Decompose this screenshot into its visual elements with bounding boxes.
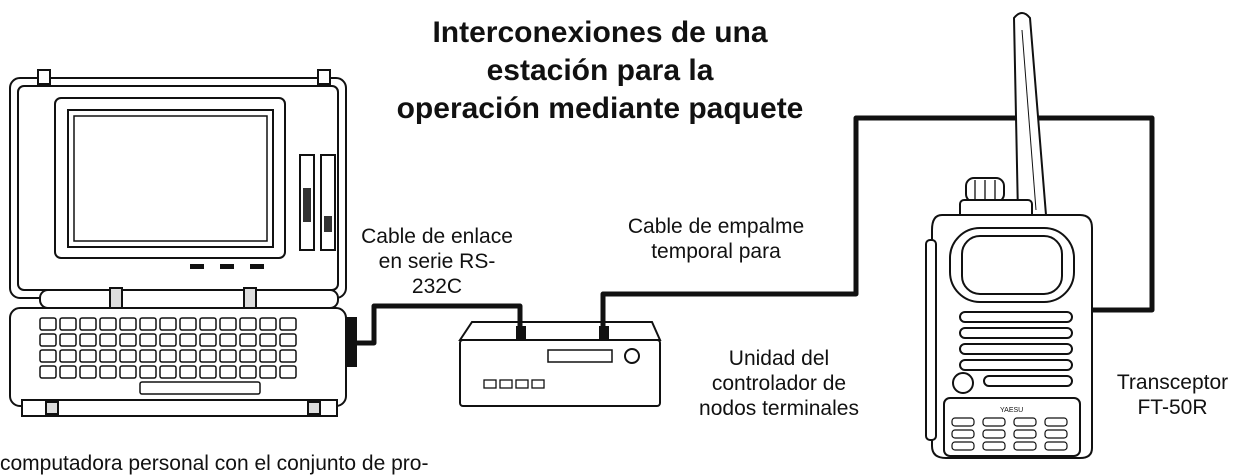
- keyboard-key: [179, 349, 197, 363]
- serial-cable: [356, 303, 523, 346]
- handheld-transceiver: [925, 12, 1093, 459]
- keyboard-key: [159, 365, 177, 379]
- keyboard-key: [239, 317, 257, 331]
- diagram-title: Interconexiones de una estación para la …: [330, 14, 870, 128]
- tnc-radio-connector: [599, 326, 609, 340]
- keyboard-key: [39, 333, 57, 347]
- computer-label: computadora personal con el conjunto de …: [0, 452, 429, 475]
- keyboard-key: [159, 349, 177, 363]
- radio-keypad-key: [951, 441, 975, 451]
- keyboard-key: [219, 333, 237, 347]
- radio-keypad-key: [1044, 429, 1068, 439]
- radio-keypad-key: [1013, 429, 1037, 439]
- keyboard-key: [139, 317, 157, 331]
- keyboard-key: [119, 333, 137, 347]
- keyboard-key: [199, 365, 217, 379]
- radio-keypad-key: [1044, 441, 1068, 451]
- keyboard-key: [99, 333, 117, 347]
- laptop-keyboard: [39, 317, 297, 395]
- transceiver-label: Transceptor FT-50R: [1104, 370, 1241, 420]
- radio-brand-text: YAESU: [1000, 407, 1023, 414]
- radio-keypad-key: [951, 429, 975, 439]
- tnc-label-line-3: nodos terminales: [699, 397, 859, 420]
- keyboard-key: [239, 349, 257, 363]
- title-line-2: estación para la: [486, 54, 714, 87]
- keyboard-key: [259, 365, 277, 379]
- keyboard-key: [99, 365, 117, 379]
- keyboard-key: [199, 333, 217, 347]
- keyboard-key: [139, 349, 157, 363]
- tnc-label-line-1: Unidad del: [728, 347, 830, 370]
- serial-cable-label-line-3: 232C: [411, 275, 463, 298]
- radio-keypad-key: [1013, 417, 1037, 427]
- radio-keypad-key: [951, 417, 975, 427]
- radio-keypad-key: [1013, 441, 1037, 451]
- keyboard-key: [179, 365, 197, 379]
- keyboard-key: [259, 333, 277, 347]
- patch-cable-label: Cable de empalme temporal para: [606, 214, 826, 264]
- keyboard-key: [79, 349, 97, 363]
- keyboard-key: [79, 317, 97, 331]
- laptop-computer: [9, 69, 357, 417]
- keyboard-key: [279, 317, 297, 331]
- keyboard-key: [139, 365, 157, 379]
- transceiver-label-line-2: FT-50R: [1137, 396, 1208, 419]
- patch-cable-label-line-2: temporal para: [651, 240, 781, 263]
- title-line-3: operación mediante paquete: [396, 92, 804, 125]
- keyboard-key: [39, 349, 57, 363]
- keyboard-key: [39, 317, 57, 331]
- keyboard-key: [79, 333, 97, 347]
- keyboard-key: [79, 365, 97, 379]
- keyboard-key: [59, 333, 77, 347]
- keyboard-key: [159, 333, 177, 347]
- keyboard-key: [239, 365, 257, 379]
- keyboard-key: [119, 365, 137, 379]
- keyboard-key: [99, 349, 117, 363]
- keyboard-key: [99, 317, 117, 331]
- keyboard-key: [279, 365, 297, 379]
- serial-cable-label-line-1: Cable de enlace: [361, 225, 513, 248]
- keyboard-spacebar: [139, 381, 261, 395]
- keyboard-key: [59, 365, 77, 379]
- keyboard-key: [179, 333, 197, 347]
- serial-cable-label-line-2: en serie RS-: [378, 250, 496, 273]
- tnc-unit: [458, 321, 662, 407]
- keyboard-key: [259, 317, 277, 331]
- keyboard-key: [39, 365, 57, 379]
- transceiver-keypad: [951, 417, 1068, 451]
- patch-cable: [600, 115, 1155, 330]
- transceiver-label-line-1: Transceptor: [1116, 371, 1229, 394]
- keyboard-key: [179, 317, 197, 331]
- tnc-label-line-2: controlador de: [711, 372, 847, 395]
- tnc-serial-connector: [516, 326, 526, 340]
- patch-cable-label-line-1: Cable de empalme: [627, 215, 805, 238]
- keyboard-key: [199, 349, 217, 363]
- keyboard-key: [119, 317, 137, 331]
- keyboard-key: [159, 317, 177, 331]
- radio-keypad-key: [982, 429, 1006, 439]
- keyboard-key: [139, 333, 157, 347]
- keyboard-key: [259, 349, 277, 363]
- radio-keypad-key: [982, 417, 1006, 427]
- keyboard-key: [279, 333, 297, 347]
- keyboard-key: [119, 349, 137, 363]
- serial-cable-label: Cable de enlace en serie RS- 232C: [352, 224, 522, 299]
- keyboard-key: [59, 349, 77, 363]
- keyboard-key: [279, 349, 297, 363]
- tnc-label: Unidad del controlador de nodos terminal…: [684, 346, 874, 421]
- keyboard-key: [59, 317, 77, 331]
- title-line-1: Interconexiones de una: [432, 16, 768, 49]
- keyboard-key: [239, 333, 257, 347]
- radio-keypad-key: [1044, 417, 1068, 427]
- keyboard-key: [219, 317, 237, 331]
- radio-keypad-key: [982, 441, 1006, 451]
- keyboard-key: [219, 349, 237, 363]
- keyboard-key: [219, 365, 237, 379]
- keyboard-key: [199, 317, 217, 331]
